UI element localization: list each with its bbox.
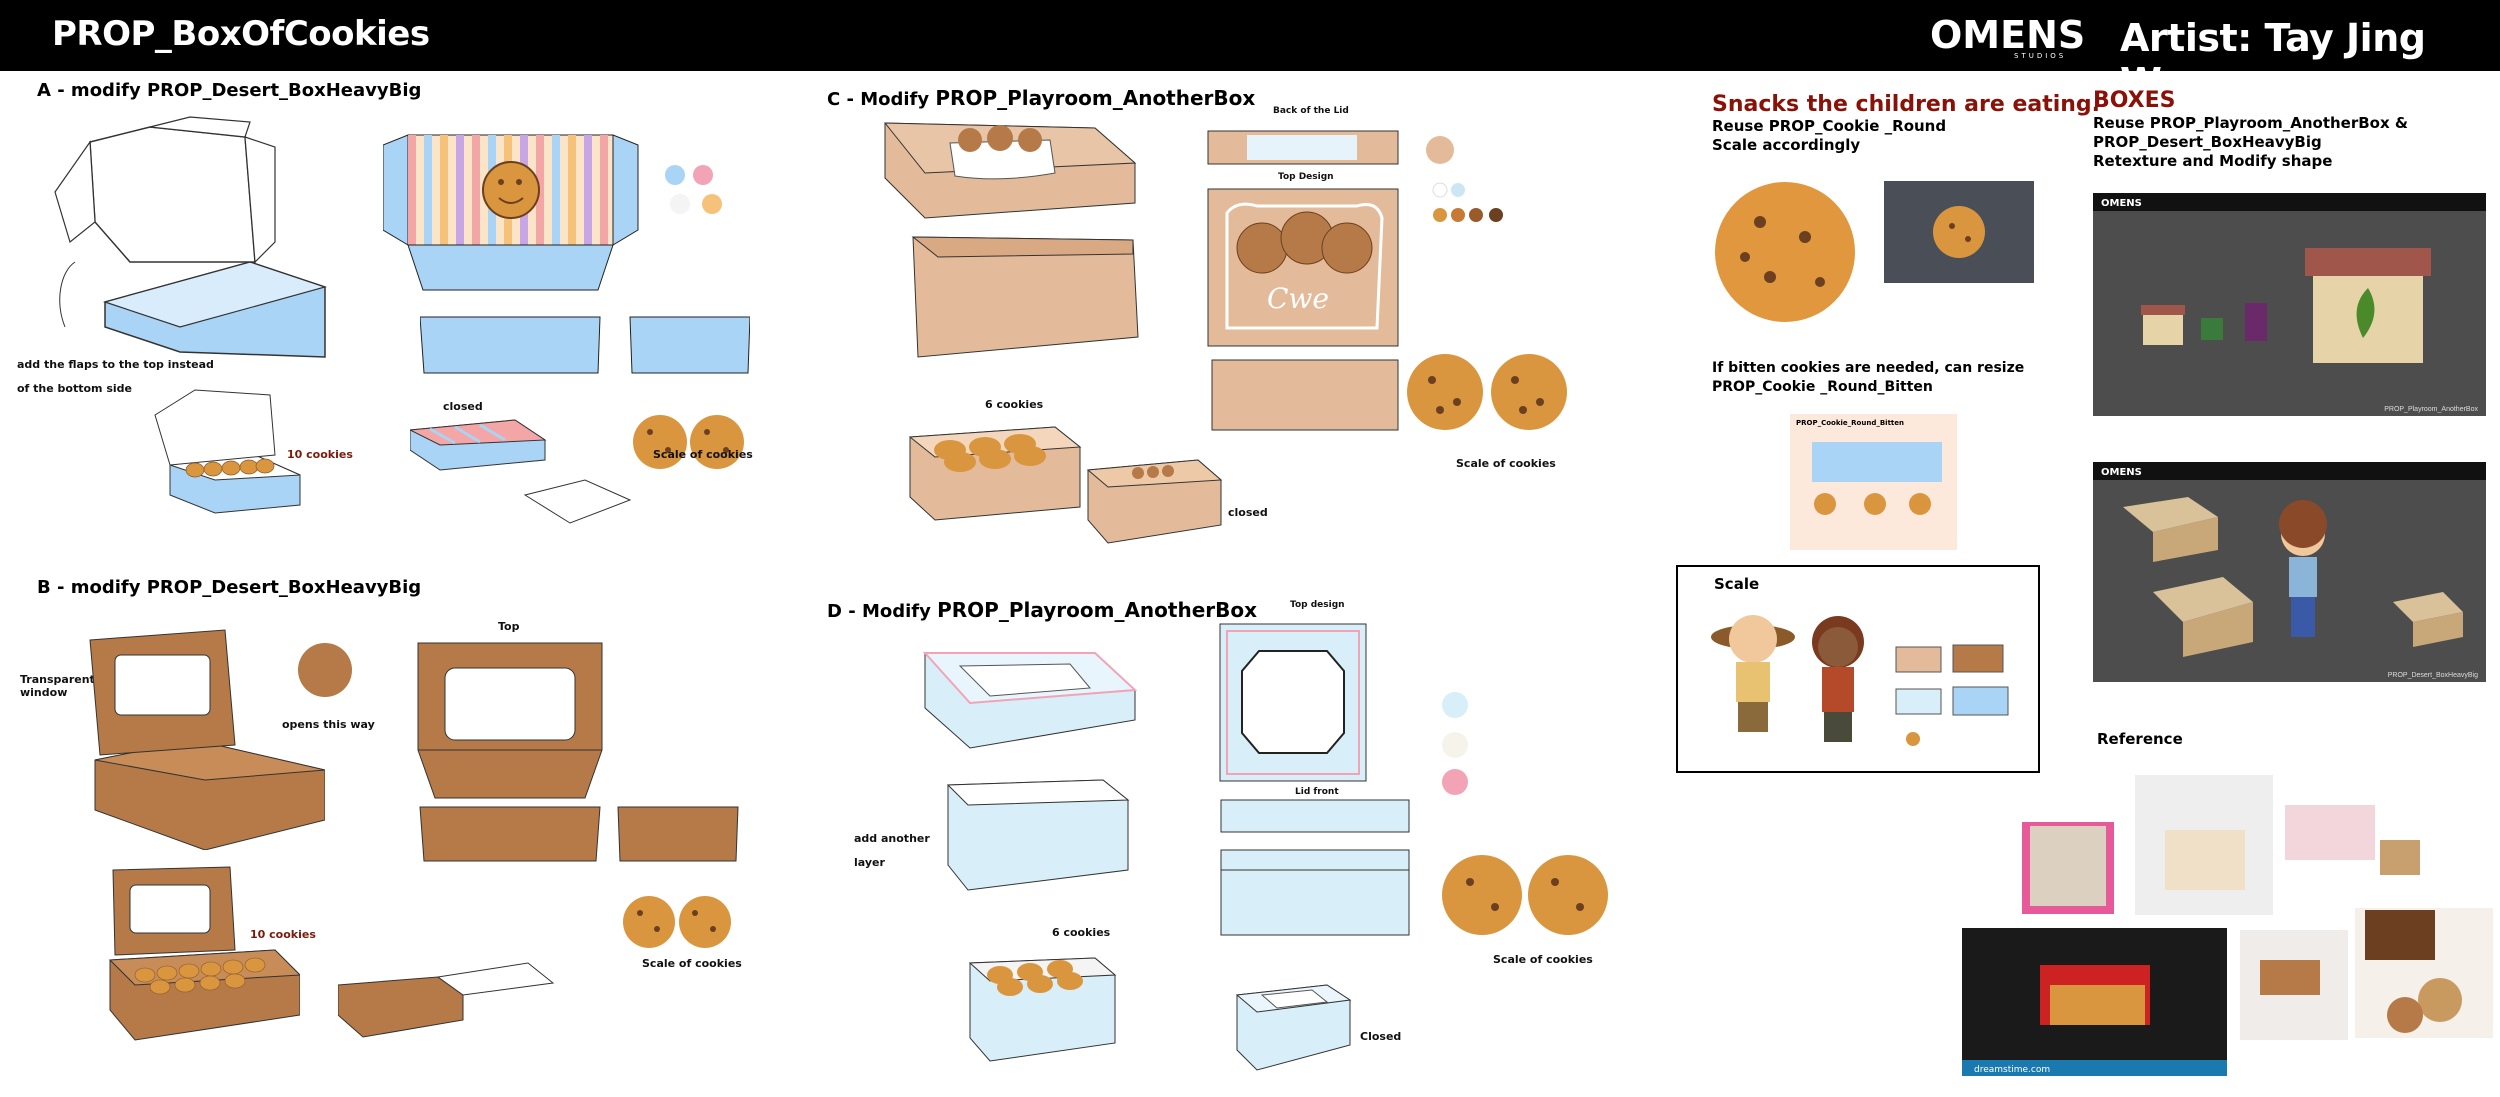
svg-text:Cwe: Cwe	[1267, 282, 1329, 315]
boxes-line-3: Retexture and Modify shape	[2093, 152, 2333, 170]
box-a-cookies-sketch	[154, 389, 301, 514]
cookie-scale-b	[623, 896, 731, 948]
top-design-label-c: Top Design	[1278, 172, 1334, 182]
back-of-lid	[1207, 130, 1399, 165]
scale-label-d: Scale of cookies	[1493, 953, 1593, 966]
scale-label: Scale	[1714, 575, 1760, 593]
cookie-render-dark	[1884, 181, 2034, 283]
count-c: 6 cookies	[985, 398, 1044, 411]
box-b-side-panels	[419, 806, 739, 862]
note-add-layer-2: layer	[854, 856, 885, 869]
characters-scale	[1711, 615, 2009, 746]
box-b-closed-sketch	[338, 962, 555, 1038]
svg-text:STUDIOS: STUDIOS	[2014, 52, 2066, 60]
box-c-lid	[883, 122, 1137, 219]
snacks-heading: Snacks the children are eating.	[1712, 92, 2101, 117]
cookie-render	[1715, 182, 1855, 322]
bitten-note-1: If bitten cookies are needed, can resize	[1712, 360, 2025, 376]
boxes-heading: BOXES	[2093, 88, 2176, 113]
page-title: PROP_BoxOfCookies	[52, 14, 430, 54]
cookie-scale-d	[1442, 855, 1608, 935]
box-a-side-panels	[420, 316, 750, 374]
note-flaps-2: of the bottom side	[17, 382, 133, 395]
svg-text:OMENS: OMENS	[1930, 14, 2085, 57]
scale-comparison-panel: Scale	[1676, 565, 2040, 773]
scale-label-c: Scale of cookies	[1456, 457, 1556, 470]
reference-photos: dreamstime.com	[1962, 770, 2493, 1076]
artist-credit: Artist: Tay Jing Wen	[2120, 16, 2426, 104]
count-b: 10 cookies	[250, 928, 316, 941]
box-a-net-design	[383, 134, 639, 291]
box-c-side-panel	[1211, 359, 1399, 431]
box-c-closed	[1086, 459, 1223, 544]
lid-front-label: Lid front	[1295, 787, 1339, 797]
scale-label-a: Scale of cookies	[653, 448, 753, 461]
note-transparent-window: Transparent window	[20, 673, 95, 699]
lid-front-panels	[1220, 799, 1410, 936]
count-d: 6 cookies	[1052, 926, 1111, 939]
reference-heading: Reference	[2097, 730, 2183, 748]
svg-text:dreamstime.com: dreamstime.com	[1974, 1065, 2050, 1075]
box-c-cookies	[908, 426, 1082, 521]
closed-label-c: closed	[1228, 506, 1268, 519]
section-d-title: D - Modify PROP_Playroom_AnotherBox	[827, 598, 1258, 622]
note-opens: opens this way	[282, 718, 375, 731]
cookie-scale-c	[1407, 354, 1567, 430]
snacks-reuse: Reuse PROP_Cookie _Round	[1712, 117, 1947, 135]
box-a-closed	[410, 419, 632, 524]
top-label-b: Top	[498, 620, 520, 633]
section-c-title: C - Modify PROP_Playroom_AnotherBox	[827, 86, 1256, 110]
note-add-layer-1: add another	[854, 832, 930, 845]
box-d-closed	[1235, 984, 1352, 1071]
boxes-line-1: Reuse PROP_Playroom_AnotherBox &	[2093, 114, 2408, 132]
box-c-base	[911, 236, 1139, 358]
back-lid-label: Back of the Lid	[1273, 106, 1349, 116]
box-d-lid	[922, 652, 1138, 749]
top-design-c: Cwe	[1207, 188, 1399, 347]
kraft-swatch	[298, 643, 352, 697]
box-a-open-sketch	[54, 116, 328, 358]
count-a: 10 cookies	[287, 448, 353, 461]
closed-label-a: closed	[443, 400, 483, 413]
title-bar: PROP_BoxOfCookies OMENS STUDIOS Artist: …	[0, 0, 2500, 104]
scale-label-b: Scale of cookies	[642, 957, 742, 970]
note-flaps-1: add the flaps to the top instead	[17, 358, 214, 371]
palette-d	[1442, 692, 1468, 795]
box-b-with-cookies	[108, 866, 300, 1041]
box-b-top	[417, 642, 603, 799]
top-design-label-d: Top design	[1290, 600, 1345, 610]
box-d-cookies	[968, 957, 1117, 1062]
boxes-line-2: PROP_Desert_BoxHeavyBig	[2093, 133, 2322, 151]
closed-label-d: Closed	[1360, 1030, 1402, 1043]
omens-logo: OMENS STUDIOS	[1930, 14, 2085, 60]
cookie-scale-a	[633, 415, 744, 469]
palette-c	[1426, 136, 1503, 222]
section-a-title: A - modify PROP_Desert_BoxHeavyBig	[37, 80, 422, 101]
box-b-open	[89, 629, 325, 850]
bitten-note-2: PROP_Cookie _Round_Bitten	[1712, 379, 1933, 395]
palette-a	[665, 165, 722, 214]
section-b-title: B - modify PROP_Desert_BoxHeavyBig	[37, 577, 422, 598]
bitten-cookie-card: PROP_Cookie_Round_Bitten	[1790, 414, 1957, 550]
box-d-layer	[946, 779, 1130, 891]
render-another-box: OMENS PROP_Playroom_AnotherBox	[2093, 193, 2486, 416]
snacks-scale: Scale accordingly	[1712, 136, 1861, 154]
render-box-heavy-big: OMENS PROP_Desert_BoxHeavyBig	[2093, 462, 2486, 682]
top-design-d	[1219, 623, 1367, 782]
